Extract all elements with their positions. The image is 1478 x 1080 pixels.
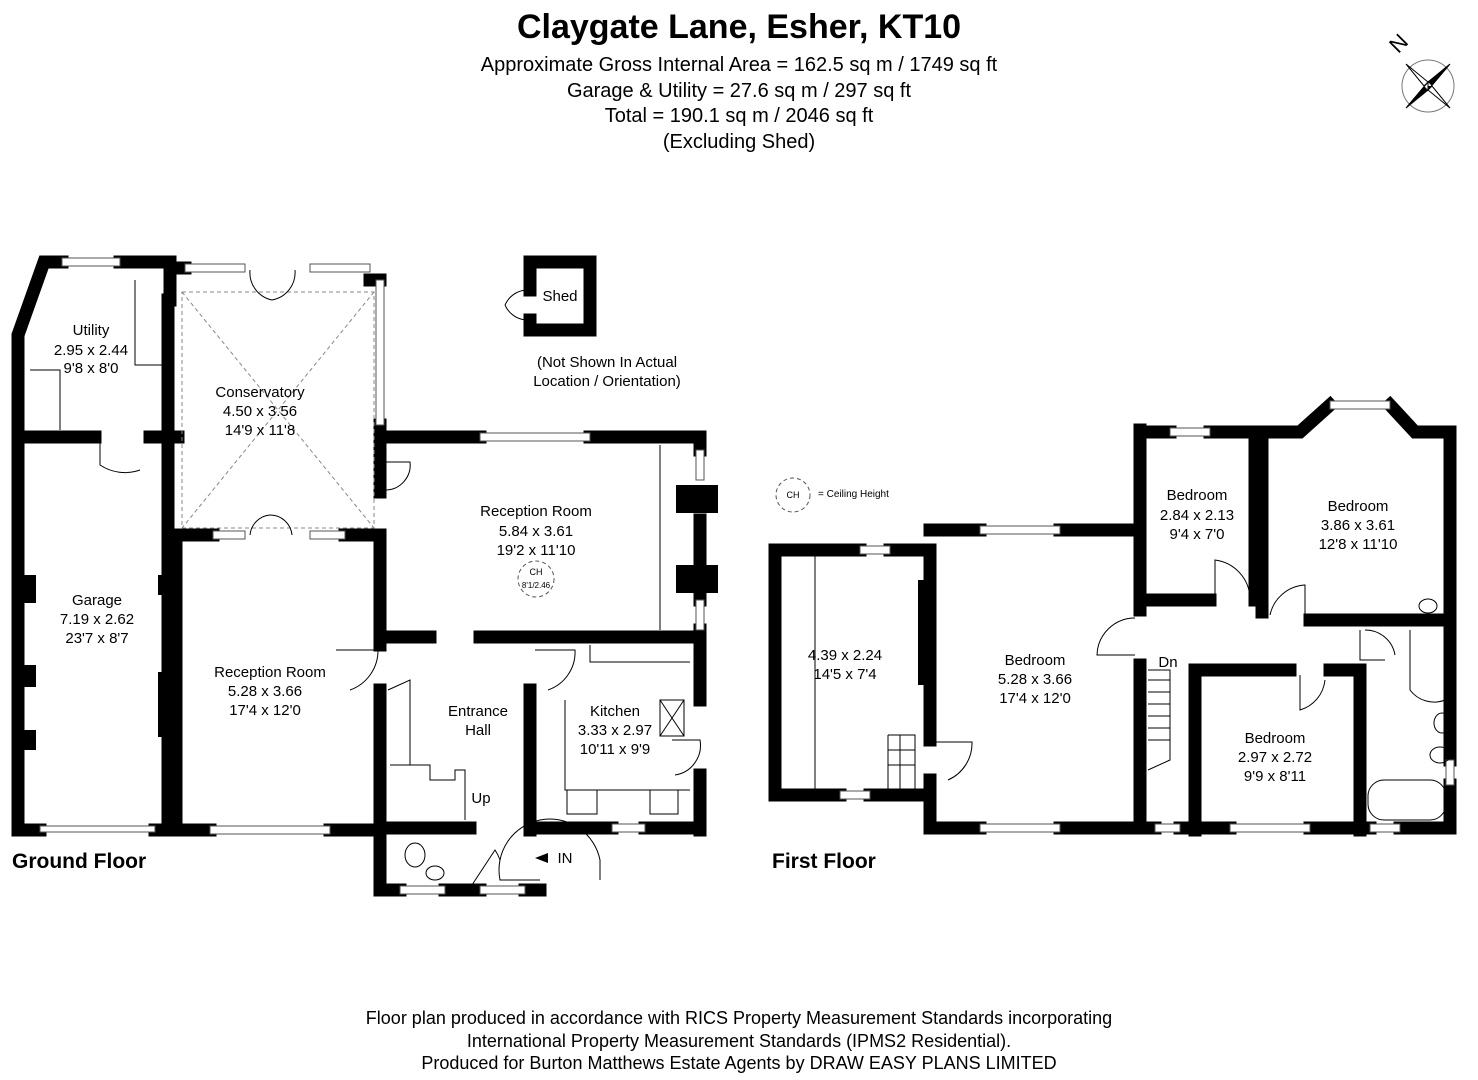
- room-bedroom-2: Bedroom 2.84 x 2.13 9'4 x 7'0: [1160, 487, 1234, 543]
- room-garage: Garage 7.19 x 2.62 23'7 x 8'7: [60, 592, 134, 647]
- plan-title: Claygate Lane, Esher, KT10: [516, 8, 962, 46]
- room-imperial: 10'11 x 9'9: [580, 741, 651, 758]
- first-floor-walls: [768, 395, 1457, 837]
- room-imperial: 9'9 x 8'11: [1244, 768, 1306, 785]
- room-metric: 5.84 x 3.61: [499, 523, 573, 540]
- room-utility: Utility 2.95 x 2.44 9'8 x 8'0: [54, 322, 128, 377]
- room-imperial: 9'8 x 8'0: [64, 360, 119, 377]
- garage-area: Garage & Utility = 27.6 sq m / 297 sq ft: [566, 80, 912, 102]
- room-imperial: 19'2 x 11'10: [497, 542, 576, 559]
- shed-note-text: (Not Shown In Actual: [537, 354, 677, 371]
- ch-symbol: CH: [530, 567, 543, 577]
- ceiling-height: 8'1/2.46: [522, 581, 551, 590]
- area-note: (Excluding Shed): [662, 131, 816, 153]
- room-metric: 3.86 x 3.61: [1321, 517, 1395, 534]
- total-area: Total = 190.1 sq m / 2046 sq ft: [604, 105, 874, 127]
- room-conservatory: Conservatory 4.50 x 3.56 14'9 x 11'8: [215, 384, 305, 439]
- room-name: Bedroom: [1167, 487, 1228, 504]
- shed: Shed: [504, 255, 597, 337]
- stairs-up-label: Up: [471, 790, 490, 807]
- ground-floor-walls: [11, 255, 718, 897]
- room-metric: 5.28 x 3.66: [998, 671, 1072, 688]
- room-name: Reception Room: [480, 503, 592, 520]
- room-name: Kitchen: [590, 703, 640, 720]
- room-name: Bedroom: [1245, 730, 1306, 747]
- legend-text: = Ceiling Height: [818, 489, 889, 500]
- stairs-down-label: Dn: [1158, 654, 1177, 671]
- room-metric: 4.39 x 2.24: [808, 647, 882, 664]
- room-name: Utility: [73, 322, 110, 339]
- room-metric: 5.28 x 3.66: [228, 683, 302, 700]
- room-name: Garage: [72, 592, 122, 609]
- room-bedroom-3: Bedroom 3.86 x 3.61 12'8 x 11'10: [1319, 498, 1398, 553]
- room-imperial: 14'5 x 7'4: [813, 666, 876, 683]
- room-imperial: 23'7 x 8'7: [65, 630, 128, 647]
- room-metric: 2.97 x 2.72: [1238, 749, 1312, 766]
- gross-area: Approximate Gross Internal Area = 162.5 …: [480, 54, 998, 76]
- room-reception-1: Reception Room 5.28 x 3.66 17'4 x 12'0: [214, 664, 326, 719]
- ceiling-height-legend: CH = Ceiling Height: [775, 477, 889, 513]
- room-metric: 2.84 x 2.13: [1160, 507, 1234, 524]
- room-reception-2: Reception Room 5.84 x 3.61 19'2 x 11'10 …: [480, 503, 592, 598]
- first-floor-label: First Floor: [772, 850, 876, 873]
- room-name: Conservatory: [215, 384, 305, 401]
- room-name: Bedroom: [1005, 652, 1066, 669]
- footer-line-2: International Property Measurement Stand…: [466, 1031, 1012, 1051]
- room-imperial: 14'9 x 11'8: [225, 422, 296, 439]
- shed-label: Shed: [542, 288, 577, 305]
- room-imperial: 9'4 x 7'0: [1170, 526, 1225, 543]
- room-metric: 3.33 x 2.97: [578, 722, 652, 739]
- room-name: Bedroom: [1328, 498, 1389, 515]
- room-name-2: Hall: [465, 722, 491, 739]
- shed-note-text-line-2: Location / Orientation): [533, 373, 681, 390]
- footer-line-3: Produced for Burton Matthews Estate Agen…: [421, 1053, 1057, 1073]
- north-label: N: [1384, 29, 1413, 58]
- room-entrance-hall: Entrance Hall Up IN: [448, 703, 573, 867]
- room-metric: 4.50 x 3.56: [223, 403, 297, 420]
- ground-floor-label: Ground Floor: [12, 850, 146, 873]
- entrance-in-label: IN: [558, 850, 573, 867]
- room-metric: 2.95 x 2.44: [54, 342, 128, 359]
- room-metric: 7.19 x 2.62: [60, 611, 134, 628]
- legend-symbol: CH: [787, 490, 800, 500]
- room-name: Entrance: [448, 703, 508, 720]
- room-name: Reception Room: [214, 664, 326, 681]
- room-loft: 4.39 x 2.24 14'5 x 7'4: [808, 647, 882, 683]
- room-kitchen: Kitchen 3.33 x 2.97 10'11 x 9'9: [578, 703, 652, 758]
- room-bedroom-1: Bedroom 5.28 x 3.66 17'4 x 12'0: [998, 652, 1072, 707]
- room-imperial: 17'4 x 12'0: [229, 702, 301, 719]
- room-imperial: 17'4 x 12'0: [999, 690, 1071, 707]
- footer-line-1: Floor plan produced in accordance with R…: [365, 1008, 1113, 1028]
- room-bedroom-4: Bedroom 2.97 x 2.72 9'9 x 8'11: [1238, 730, 1312, 785]
- compass-rose-icon: N: [1384, 29, 1455, 113]
- room-imperial: 12'8 x 11'10: [1319, 536, 1398, 553]
